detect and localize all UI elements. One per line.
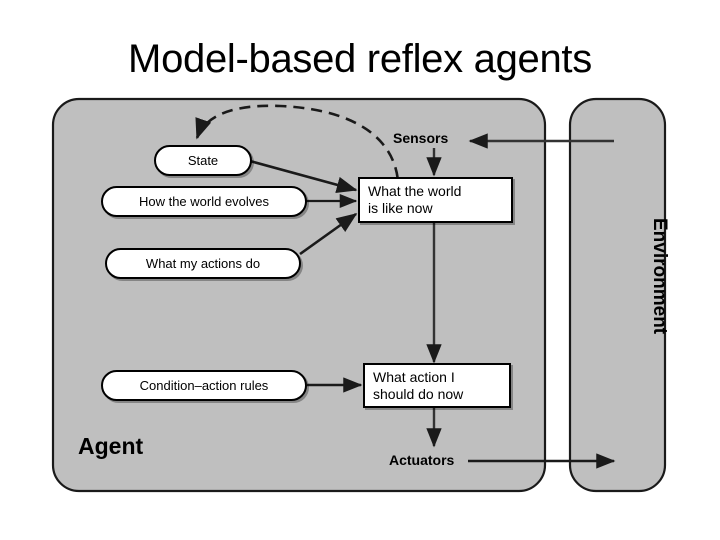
- edge-state-to-world-now: [249, 159, 358, 193]
- node-what-my-actions-do-label: What my actions do: [145, 256, 261, 271]
- page-title: Model-based reflex agents: [128, 37, 592, 81]
- edge-world-now-to-state-dashed: [195, 104, 400, 197]
- node-action-now-line1: What action I: [373, 368, 455, 385]
- node-condition-action-rules[interactable]: Condition–action rules: [101, 370, 307, 401]
- node-what-action-i-should-do-now[interactable]: What action I should do now: [363, 363, 511, 408]
- environment-container: [568, 97, 667, 493]
- node-action-now-line2: should do now: [373, 385, 464, 402]
- sensors-port-label: Sensors: [393, 130, 449, 146]
- node-world-now-line1: What the world: [368, 183, 462, 200]
- node-how-world-evolves-label: How the world evolves: [138, 194, 270, 209]
- actuators-port-label: Actuators: [389, 452, 455, 468]
- node-world-now-line2: is like now: [368, 200, 433, 216]
- environment-container-label: Environment: [649, 218, 670, 335]
- agent-container-label: Agent: [78, 433, 144, 459]
- node-state-label: State: [187, 153, 219, 168]
- node-what-the-world-is-like-now[interactable]: What the world is like now: [358, 177, 513, 223]
- node-what-my-actions-do[interactable]: What my actions do: [105, 248, 301, 279]
- node-how-world-evolves[interactable]: How the world evolves: [101, 186, 307, 217]
- edge-what-my-actions-do-to-world-now: [299, 212, 358, 256]
- node-condition-action-rules-label: Condition–action rules: [139, 378, 269, 393]
- node-state[interactable]: State: [154, 145, 252, 176]
